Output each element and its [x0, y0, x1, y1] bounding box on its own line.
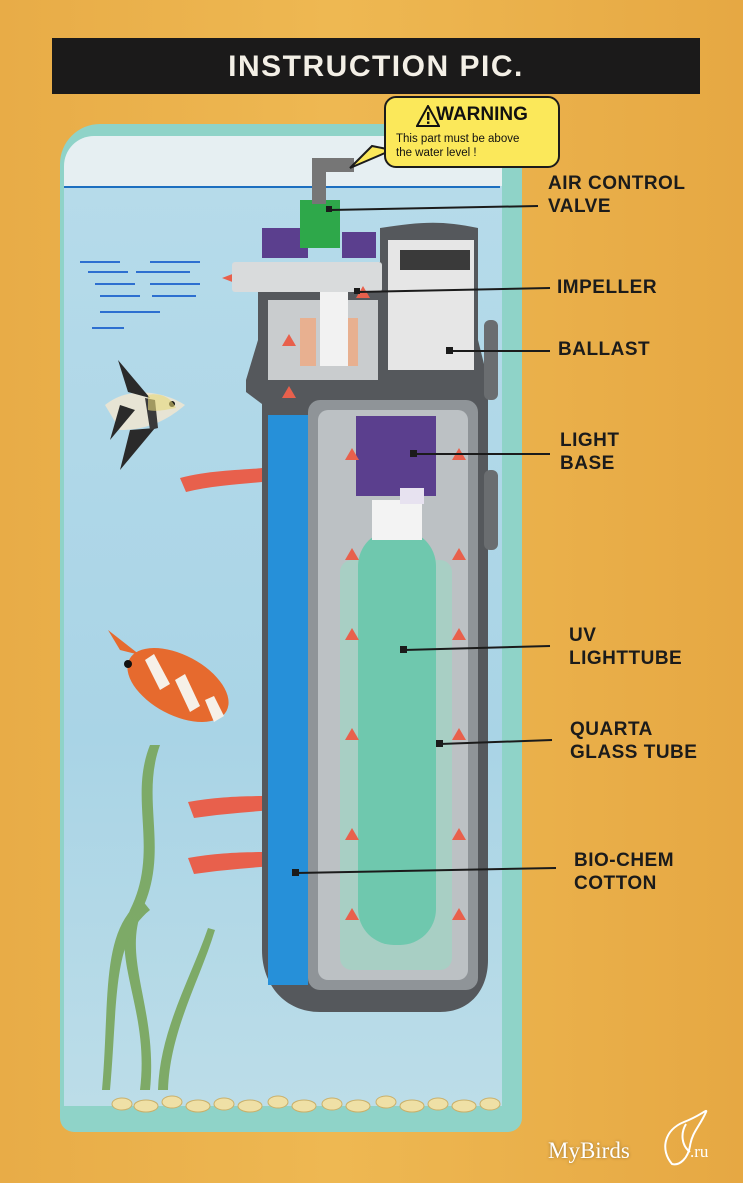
watermark-site: MyBirds: [548, 1138, 630, 1163]
label-uv-lighttube: UV LIGHTTUBE: [569, 625, 683, 669]
warning-text: This part must be above the water level …: [396, 133, 520, 159]
leader-dots: [292, 206, 453, 876]
gravel-bed: [111, 1095, 501, 1113]
uv-filter-unit: [232, 158, 498, 1012]
bio-chem-cotton-part: [268, 415, 308, 985]
warning-pointer: [349, 144, 396, 169]
water-level-line: [64, 186, 500, 188]
uv-lighttube-part: [358, 530, 436, 945]
title-bar: INSTRUCTION PIC.: [52, 38, 700, 94]
page-title: INSTRUCTION PIC.: [228, 50, 524, 83]
label-air-control-valve: AIR CONTROL VALVE: [548, 173, 686, 217]
light-base-part: [356, 416, 436, 496]
water-ripples-icon: [80, 261, 200, 329]
label-quarta-glass-tube: QUARTA GLASS TUBE: [570, 719, 698, 763]
label-light-base: LIGHT BASE: [560, 430, 620, 474]
warning-title: WARNING: [436, 104, 528, 125]
internal-flow-arrows: [282, 286, 466, 920]
aquatic-plant-icon: [102, 745, 215, 1090]
leader-lines: [295, 205, 557, 874]
warning-triangle-icon: [416, 105, 440, 127]
air-control-valve-part: [300, 200, 340, 248]
label-bio-chem-cotton: BIO-CHEM COTTON: [574, 850, 675, 894]
clownfish-icon: [108, 630, 229, 722]
label-ballast: BALLAST: [558, 339, 651, 360]
label-impeller: IMPELLER: [557, 277, 658, 298]
warning-callout: WARNING This part must be above the wate…: [384, 96, 560, 168]
angelfish-icon: [105, 360, 185, 470]
bird-logo-icon: [664, 1110, 708, 1166]
watermark-tld: .ru: [690, 1142, 709, 1161]
impeller-part: [320, 286, 348, 366]
